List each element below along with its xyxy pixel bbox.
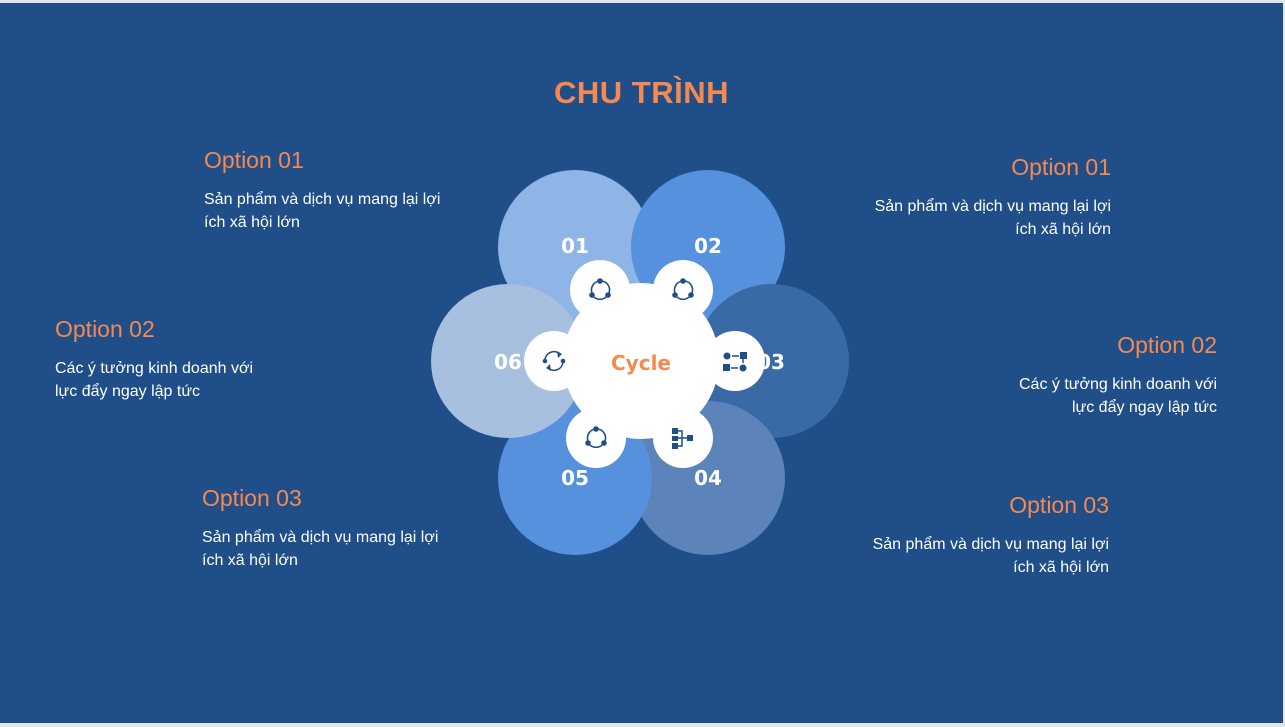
- hierarchy-icon: [672, 428, 693, 449]
- process-flow-icon: [723, 352, 747, 372]
- option-text: Các ý tưởng kinh doanh với lực đẩy ngay …: [1019, 373, 1217, 419]
- option-title: Option 01: [204, 147, 304, 173]
- petal-06: [431, 284, 585, 438]
- option-text-line: Sản phẩm và dịch vụ mang lại lợi: [872, 536, 1109, 553]
- option-text: Sản phẩm và dịch vụ mang lại lợi ích xã …: [875, 195, 1111, 241]
- petal-03: [695, 284, 849, 438]
- option-title: Option 03: [1009, 492, 1109, 518]
- cycle-icon: [672, 278, 694, 301]
- option-text-line: ích xã hội lớn: [1013, 559, 1109, 576]
- icon-bubble: [653, 260, 713, 320]
- option-text-line: Sản phẩm và dịch vụ mang lại lợi: [874, 198, 1111, 215]
- option-text: Sản phẩm và dịch vụ mang lại lợi ích xã …: [204, 188, 440, 234]
- option-title: Option 02: [1117, 332, 1217, 358]
- petal-number: 04: [694, 466, 722, 490]
- option-title: Option 02: [55, 316, 155, 342]
- left-option-3: Option 03 Sản phẩm và dịch vụ mang lại l…: [202, 484, 438, 572]
- option-text-line: lực đẩy ngay lập tức: [1071, 399, 1217, 416]
- right-option-2: Option 02 Các ý tưởng kinh doanh với lực…: [1019, 331, 1217, 419]
- option-text-line: Các ý tưởng kinh doanh với: [1018, 376, 1217, 393]
- cycle-diagram: 01 02 03 04 05 06 Cycle: [431, 170, 849, 555]
- cycle-icon: [589, 278, 611, 301]
- option-title: Option 01: [1011, 154, 1111, 180]
- center-circle: [563, 283, 719, 439]
- icon-bubble: [566, 408, 626, 468]
- option-text: Sản phẩm và dịch vụ mang lại lợi ích xã …: [202, 526, 438, 572]
- petal-number: 06: [494, 350, 522, 374]
- option-text-line: ích xã hội lớn: [1015, 221, 1111, 238]
- option-title: Option 03: [202, 485, 302, 511]
- option-text-line: ích xã hội lớn: [204, 214, 300, 231]
- petal-number: 05: [561, 466, 589, 490]
- option-text-line: ích xã hội lớn: [202, 552, 298, 569]
- center-label: Cycle: [611, 351, 671, 375]
- right-option-1: Option 01 Sản phẩm và dịch vụ mang lại l…: [875, 153, 1111, 241]
- option-text: Các ý tưởng kinh doanh với lực đẩy ngay …: [55, 357, 253, 403]
- slide: CHU TRÌNH Option 01 Sản phẩm và dịch vụ …: [0, 3, 1283, 723]
- icon-bubble: [705, 331, 765, 391]
- petal-number: 03: [757, 350, 785, 374]
- icon-bubble: [570, 260, 630, 320]
- left-option-1: Option 01 Sản phẩm và dịch vụ mang lại l…: [204, 146, 440, 234]
- left-option-2: Option 02 Các ý tưởng kinh doanh với lực…: [55, 315, 253, 403]
- icon-bubble: [524, 331, 584, 391]
- option-text-line: Sản phẩm và dịch vụ mang lại lợi: [202, 529, 439, 546]
- option-text-line: Sản phẩm và dịch vụ mang lại lợi: [204, 191, 441, 208]
- cycle-icon: [585, 426, 607, 449]
- option-text: Sản phẩm và dịch vụ mang lại lợi ích xã …: [873, 533, 1109, 579]
- slide-title: CHU TRÌNH: [554, 75, 729, 110]
- option-text-line: Các ý tưởng kinh doanh với: [55, 360, 254, 377]
- right-option-3: Option 03 Sản phẩm và dịch vụ mang lại l…: [873, 491, 1109, 579]
- petal-number: 02: [694, 234, 722, 258]
- petal-number: 01: [561, 234, 589, 258]
- refresh-cycle-icon: [542, 350, 566, 372]
- option-text-line: lực đẩy ngay lập tức: [55, 383, 201, 400]
